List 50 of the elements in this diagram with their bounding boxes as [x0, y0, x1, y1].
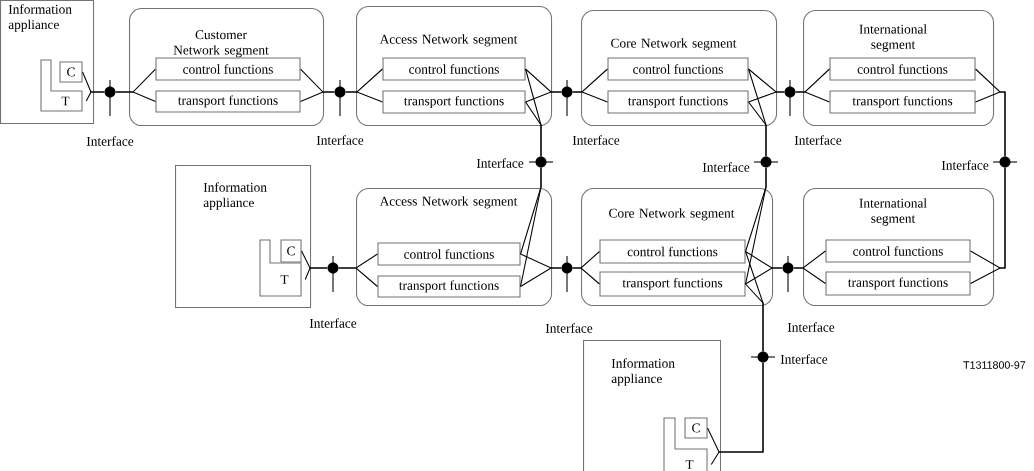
figure-code: T1311800-97 — [963, 361, 1026, 369]
connector-line — [793, 267, 826, 285]
connector-line — [520, 167, 542, 288]
connector-line — [745, 283, 764, 352]
function-box: control functions — [382, 57, 526, 81]
function-box: control functions — [155, 57, 301, 81]
function-box: transport functions — [382, 90, 526, 114]
function-box: transport functions — [607, 90, 749, 114]
interface-label: Interface — [86, 136, 134, 146]
function-box: control functions — [829, 57, 976, 81]
connector-line — [572, 91, 608, 103]
interface-label: Interface — [794, 135, 842, 145]
connector-line — [304, 267, 328, 281]
interface-label: Interface — [941, 160, 989, 170]
connector-line — [300, 91, 335, 103]
connector-line — [745, 267, 783, 285]
connector-line — [572, 267, 600, 285]
c-box: C — [59, 61, 83, 83]
connector-line — [525, 91, 562, 103]
connector-line — [345, 91, 383, 103]
function-box: control functions — [377, 242, 521, 266]
interface-label: Interface — [702, 162, 750, 172]
c-box: C — [684, 417, 708, 439]
interface-label: Interface — [316, 135, 364, 145]
interface-label: Interface — [572, 135, 620, 145]
connector-line — [525, 101, 542, 157]
connector-line — [710, 362, 764, 466]
connector-line — [748, 91, 785, 103]
interface-label: Interface — [545, 323, 593, 333]
connector-line — [748, 101, 767, 157]
connector-line — [975, 91, 1006, 157]
interface-label: Interface — [309, 318, 357, 328]
function-box: control functions — [599, 239, 746, 264]
interface-label: Interface — [476, 158, 524, 168]
connector-line — [520, 267, 562, 288]
function-box: control functions — [607, 57, 749, 81]
function-box: control functions — [825, 239, 971, 263]
function-box: transport functions — [599, 271, 746, 297]
connector-line — [338, 267, 378, 288]
interface-label: Interface — [787, 322, 835, 332]
connector-line — [85, 91, 105, 102]
function-box: transport functions — [825, 271, 971, 296]
connector-line — [745, 167, 767, 285]
connector-line — [115, 91, 156, 103]
function-box: transport functions — [377, 275, 521, 298]
c-box: C — [280, 239, 302, 263]
function-box: transport functions — [829, 90, 976, 114]
connector-line — [795, 91, 830, 103]
interface-label: Interface — [780, 354, 828, 364]
function-box: transport functions — [155, 90, 301, 113]
